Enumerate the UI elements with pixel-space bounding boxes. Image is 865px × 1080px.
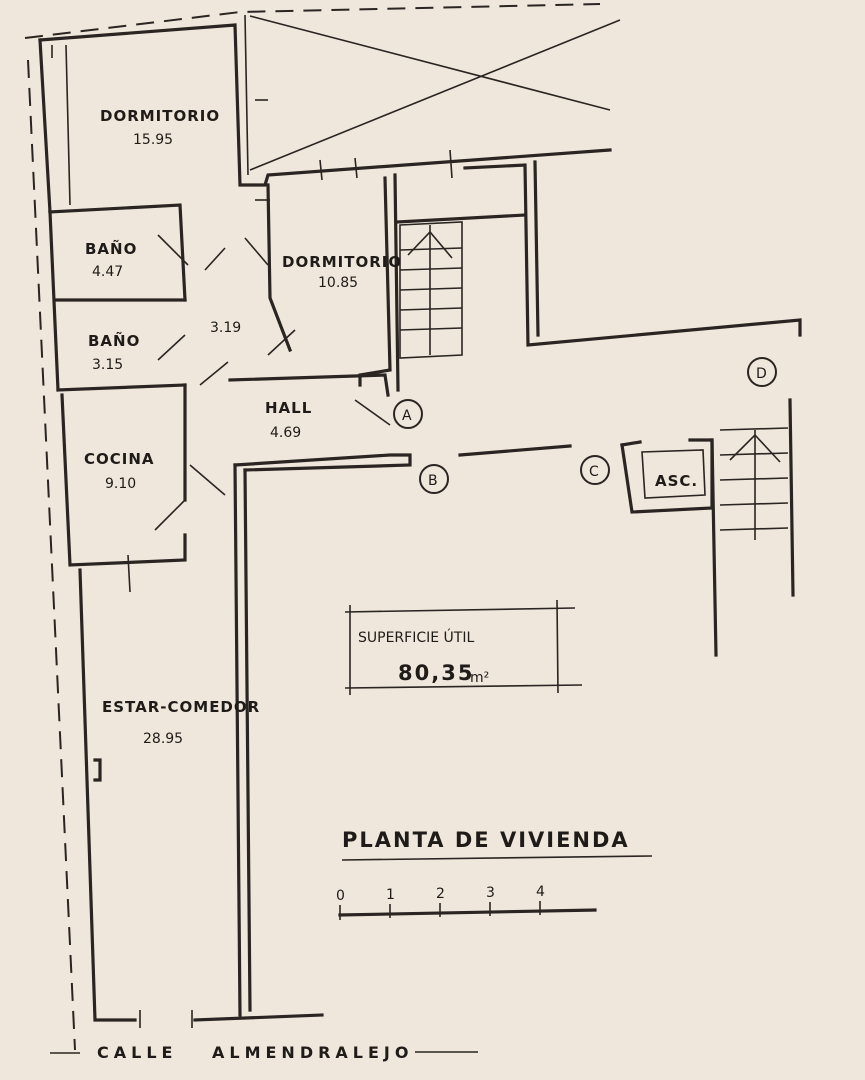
scale-tick-4: 4 bbox=[536, 884, 545, 900]
window-marks bbox=[51, 44, 453, 1028]
corridor-wall bbox=[458, 444, 572, 457]
scale-bar: 0 1 2 3 4 bbox=[336, 884, 597, 920]
marker-c: C bbox=[580, 455, 610, 485]
estar-label: ESTAR-COMEDOR bbox=[102, 698, 260, 716]
marker-d: D bbox=[747, 357, 777, 387]
svg-text:D: D bbox=[756, 366, 767, 382]
bano-1-area: 4.47 bbox=[92, 264, 123, 280]
marker-a: A bbox=[393, 399, 423, 429]
marker-b: B bbox=[419, 464, 449, 494]
scale-tick-0: 0 bbox=[336, 888, 345, 904]
svg-text:C: C bbox=[589, 464, 599, 480]
door-swings bbox=[154, 234, 391, 531]
cocina-area: 9.10 bbox=[105, 476, 136, 492]
dormitorio-1-area: 15.95 bbox=[133, 132, 173, 148]
exterior-walls bbox=[38, 23, 612, 1022]
dormitorio-1-label: DORMITORIO bbox=[100, 107, 220, 125]
pasillo-area: 3.19 bbox=[210, 320, 241, 336]
street-label: CALLE ALMENDRALEJO bbox=[50, 1043, 478, 1062]
bano-2-label: BAÑO bbox=[88, 331, 140, 350]
scale-tick-1: 1 bbox=[386, 887, 395, 903]
superficie-unit: m² bbox=[470, 670, 489, 686]
top-boundary-line bbox=[24, 3, 601, 39]
cocina-label: COCINA bbox=[84, 450, 155, 468]
hall-area: 4.69 bbox=[270, 425, 301, 441]
patio-void bbox=[244, 14, 621, 176]
dormitorio-2-walls bbox=[228, 173, 400, 397]
dormitorio-2-area: 10.85 bbox=[318, 275, 358, 291]
hall-label: HALL bbox=[265, 399, 312, 417]
superficie-label: SUPERFICIE ÚTIL bbox=[358, 628, 474, 646]
plan-title: PLANTA DE VIVIENDA bbox=[342, 828, 630, 852]
scale-tick-3: 3 bbox=[486, 885, 495, 901]
svg-text:B: B bbox=[428, 473, 438, 489]
estar-area: 28.95 bbox=[143, 731, 183, 747]
street-name: ALMENDRALEJO bbox=[212, 1043, 413, 1062]
lower-stairs bbox=[710, 398, 795, 657]
dormitorio-2-label: DORMITORIO bbox=[282, 253, 402, 271]
street-prefix: CALLE bbox=[97, 1043, 177, 1062]
superficie-value: 80,35 bbox=[398, 661, 474, 685]
left-boundary-line bbox=[27, 59, 76, 1051]
upper-stairs bbox=[396, 160, 802, 359]
bano-1-label: BAÑO bbox=[85, 239, 137, 258]
scale-tick-2: 2 bbox=[436, 886, 445, 902]
title-underline bbox=[341, 855, 653, 861]
superficie-box: SUPERFICIE ÚTIL 80,35 m² bbox=[344, 599, 583, 695]
svg-text:A: A bbox=[402, 408, 412, 424]
bano-2-area: 3.15 bbox=[92, 357, 123, 373]
ascensor-label: ASC. bbox=[655, 472, 698, 490]
